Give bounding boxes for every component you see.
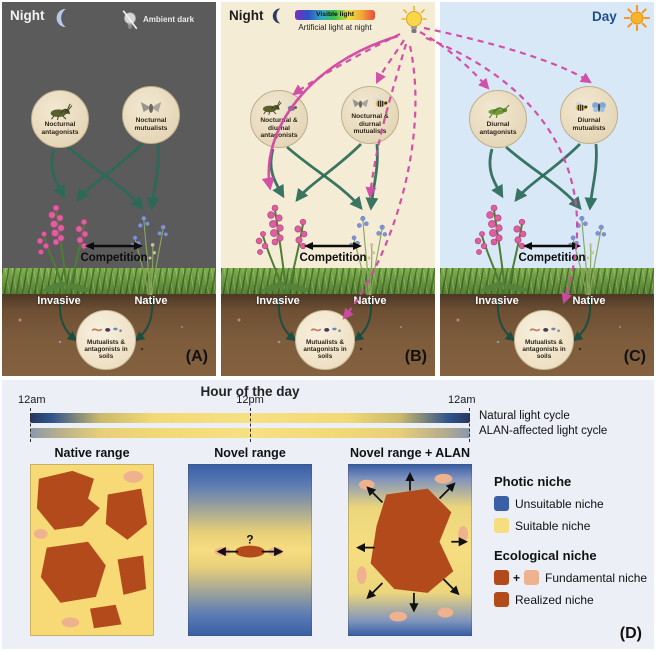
legend-row-fundamental: + Fundamental niche bbox=[494, 570, 652, 585]
panel-c-time-label: Day bbox=[592, 9, 617, 24]
nocturnal-diurnal-mutualists-circle: Nocturnal & diurnal mutualists bbox=[341, 86, 399, 144]
cricket-icon bbox=[47, 102, 73, 120]
panel-d-niche-diagram: Hour of the day 12am 12pm 12am Natural l… bbox=[2, 380, 654, 649]
diurnal-mutualists-circle: Diurnal mutualists bbox=[560, 86, 618, 144]
tick-line bbox=[30, 408, 31, 442]
panel-b-letter: (B) bbox=[404, 348, 427, 365]
fundamental-light-swatch bbox=[524, 570, 540, 585]
panel-d-letter: (D) bbox=[619, 625, 642, 642]
competition-label: Competition bbox=[299, 252, 367, 264]
soil-mutualists-circle: Mutualists & antagonists in soils bbox=[76, 310, 136, 370]
grasshopper-icon bbox=[485, 102, 511, 120]
unsuitable-swatch bbox=[494, 496, 509, 511]
artificial-light-label: Artificial light at night bbox=[298, 23, 372, 32]
soil-mutualists-circle: Mutualists & antagonists in soils bbox=[295, 310, 355, 370]
native-label: Native bbox=[572, 295, 606, 307]
mutualists-label: Diurnal mutualists bbox=[572, 117, 606, 132]
suitable-label: Suitable niche bbox=[515, 518, 591, 533]
alan-cycle-label: ALAN-affected light cycle bbox=[479, 425, 608, 437]
mutualists-label: Nocturnal & diurnal mutualists bbox=[351, 113, 389, 136]
legend-row-suitable: Suitable niche bbox=[494, 518, 652, 533]
novel-range-alan-box bbox=[348, 464, 472, 636]
panel-a-night-ambient-dark: Night Ambient dark Nocturnal antagonists… bbox=[2, 2, 216, 376]
invasive-plant-illustration bbox=[474, 204, 530, 294]
tick-line bbox=[250, 408, 251, 442]
diurnal-antagonists-circle: Diurnal antagonists bbox=[469, 90, 527, 148]
invasive-label: Invasive bbox=[475, 295, 519, 307]
soil-circle-label: Mutualists & antagonists in soils bbox=[522, 338, 566, 361]
tick-line bbox=[469, 408, 470, 442]
novel-range-alan-label: Novel range + ALAN bbox=[349, 446, 471, 460]
legend-row-unsuitable: Unsuitable niche bbox=[494, 496, 652, 511]
natural-cycle-label: Natural light cycle bbox=[479, 410, 570, 422]
panel-a-scene bbox=[36, 143, 169, 342]
invasive-plant-illustration bbox=[36, 204, 92, 294]
panel-a-letter: (A) bbox=[185, 348, 208, 365]
antagonists-label: Diurnal antagonists bbox=[479, 121, 517, 136]
photic-niche-title: Photic niche bbox=[494, 474, 572, 489]
cricket-fly-icons bbox=[260, 98, 299, 116]
soil-circle-label: Mutualists & antagonists in soils bbox=[84, 338, 128, 361]
sun-icon bbox=[624, 5, 650, 31]
legend-row-realized: Realized niche bbox=[494, 592, 652, 607]
panel-a-time-label: Night bbox=[10, 8, 45, 23]
soil-mutualists-circle: Mutualists & antagonists in soils bbox=[514, 310, 574, 370]
bulb-off-icon bbox=[121, 9, 139, 32]
native-range-label: Native range bbox=[54, 446, 130, 460]
invasive-label: Invasive bbox=[37, 295, 81, 307]
native-range-box bbox=[30, 464, 154, 636]
hour-of-day-title: Hour of the day bbox=[200, 384, 300, 399]
native-label: Native bbox=[134, 295, 168, 307]
unsuitable-label: Unsuitable niche bbox=[515, 496, 604, 511]
soil-circle-label: Mutualists & antagonists in soils bbox=[303, 338, 347, 361]
ambient-dark-label: Ambient dark bbox=[143, 15, 195, 24]
moth-icon bbox=[139, 98, 163, 116]
moon-icon bbox=[52, 7, 74, 29]
antagonists-label: Nocturnal antagonists bbox=[41, 121, 79, 136]
competition-label: Competition bbox=[518, 252, 586, 264]
panel-c-letter: (C) bbox=[623, 348, 646, 365]
novel-range-niches: ? bbox=[214, 533, 284, 558]
antagonists-label: Nocturnal & diurnal antagonists bbox=[260, 117, 298, 140]
realized-label: Realized niche bbox=[515, 592, 594, 607]
suitable-swatch bbox=[494, 518, 509, 533]
native-label: Native bbox=[353, 295, 387, 307]
novel-range-label: Novel range bbox=[214, 446, 286, 460]
fundamental-dark-swatch bbox=[494, 570, 509, 585]
novel-range-box: ? bbox=[188, 464, 312, 636]
ecological-niche-title: Ecological niche bbox=[494, 548, 597, 563]
nocturnal-diurnal-antagonists-circle: Nocturnal & diurnal antagonists bbox=[250, 90, 308, 148]
grass-strip bbox=[2, 268, 216, 294]
fundamental-label: Fundamental niche bbox=[545, 570, 648, 585]
legend: Photic niche Unsuitable niche Suitable n… bbox=[494, 474, 652, 607]
invasive-plant-illustration bbox=[255, 204, 311, 294]
bulb-on-icon bbox=[401, 6, 427, 36]
tick-label-right: 12am bbox=[448, 394, 476, 406]
nocturnal-mutualists-circle: Nocturnal mutualists bbox=[122, 86, 180, 144]
realized-swatch bbox=[494, 592, 509, 607]
panel-b-time-label: Night bbox=[229, 8, 264, 23]
tick-label-left: 12am bbox=[18, 394, 46, 406]
uncertainty-question-mark: ? bbox=[246, 533, 253, 547]
soil-fauna-icon bbox=[88, 320, 124, 338]
soil-fauna-icon bbox=[307, 320, 343, 338]
competition-label: Competition bbox=[80, 252, 148, 264]
novel-range-alan-niches bbox=[356, 472, 469, 622]
plus-sign: + bbox=[513, 570, 521, 585]
invasive-label: Invasive bbox=[256, 295, 300, 307]
mutualists-label: Nocturnal mutualists bbox=[134, 117, 168, 132]
tick-label-center: 12pm bbox=[236, 394, 264, 406]
native-range-niches bbox=[33, 470, 148, 629]
panel-c-day: Day Diurnal antagonists Diurnal mutualis… bbox=[440, 2, 654, 376]
nocturnal-antagonists-circle: Nocturnal antagonists bbox=[31, 90, 89, 148]
bee-butterfly-icons bbox=[572, 98, 607, 116]
top-panel-row: Night Ambient dark Nocturnal antagonists… bbox=[2, 2, 654, 376]
soil-fauna-icon bbox=[526, 320, 562, 338]
visible-light-label: Visible light bbox=[315, 11, 355, 18]
visible-light-spectrum-bar bbox=[295, 10, 375, 20]
panel-b-night-alan: Night Visible light Artificial light at … bbox=[221, 2, 435, 376]
moth-bee-icons bbox=[351, 94, 389, 112]
